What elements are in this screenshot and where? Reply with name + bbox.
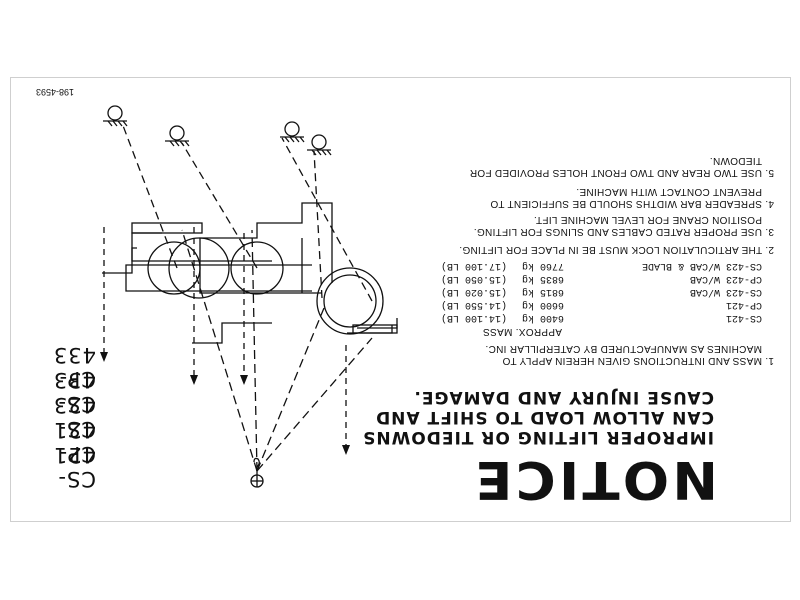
mass-row-kg: 6815 kg xyxy=(521,286,564,297)
notice-decal: NOTICE IMPROPER LIFTING OR TIEDOWNS CAN … xyxy=(10,77,791,522)
instruction-1-line-2: MACHINES AS MANUFACTURED BY CATERPILLAR … xyxy=(485,343,762,354)
mass-row-model: CP-421 xyxy=(725,299,762,310)
mass-row-model: CS-421 xyxy=(725,312,762,323)
mass-row-kg: 6600 kg xyxy=(521,299,564,310)
mass-row-lb: (15.050 LB) xyxy=(440,273,507,284)
mass-row-lb: (14.100 LB) xyxy=(440,312,507,323)
mass-header: APPROX. MASS xyxy=(482,326,562,337)
instruction-5-line-2: TIEDOWN. xyxy=(709,155,762,166)
tiedown-anchor-icon xyxy=(280,121,305,143)
crane-hook-icon xyxy=(250,457,264,488)
instruction-1-line-1: 1. MASS AND INTRUCTIONS GIVEN HEREIN APP… xyxy=(502,355,774,366)
instruction-3-line-1: 3. USE PROPER RATED CABLES AND SLINGS FO… xyxy=(473,226,774,237)
lifting-slings xyxy=(181,229,373,472)
tiedown-anchor-icon xyxy=(307,134,332,156)
mass-row-kg: 7760 kg xyxy=(521,260,564,271)
mass-row-kg: 6835 kg xyxy=(521,273,564,284)
tiedown-vertical-arrows xyxy=(103,227,347,448)
mass-row-kg: 6400 kg xyxy=(521,312,564,323)
mass-row-lb: (14.550 LB) xyxy=(440,299,507,310)
tiedown-anchor-icon xyxy=(103,105,128,127)
instruction-2: 2. THE ARTICULATION LOCK MUST BE IN PLAC… xyxy=(459,244,774,255)
arrowheads xyxy=(100,352,350,455)
instruction-3-line-2: POSITION CRANE FOR LEVEL MACHINE LIFT. xyxy=(533,214,762,225)
machine-outline xyxy=(102,202,398,344)
mass-row-model: CS-423 W/CAB & BLADE xyxy=(641,260,762,271)
lifting-tiedown-diagram xyxy=(100,105,398,488)
mass-row-lb: (17.100 LB) xyxy=(440,260,507,271)
tiedown-lines xyxy=(121,122,373,302)
instruction-4-line-2: PREVENT CONTACT WITH MACHINE. xyxy=(576,186,762,197)
mass-row-lb: (15.020 LB) xyxy=(440,286,507,297)
tiedown-anchor-icon xyxy=(165,125,190,147)
rotated-decal-content: NOTICE IMPROPER LIFTING OR TIEDOWNS CAN … xyxy=(11,78,792,523)
mass-row-model: CS-423 W/CAB xyxy=(689,286,762,297)
warning-line-3: CAUSE INJURY AND DAMAGE. xyxy=(413,387,714,407)
instruction-5-line-1: 5. USE TWO REAR AND TWO FRONT HOLES PROV… xyxy=(469,167,774,178)
instruction-4-line-1: 4. SPREADER BAR WIDTHS SHOULD BE SUFFICI… xyxy=(490,198,774,209)
notice-title: NOTICE xyxy=(472,449,718,509)
mass-row-model: CP-423 W/CAB xyxy=(689,273,762,284)
